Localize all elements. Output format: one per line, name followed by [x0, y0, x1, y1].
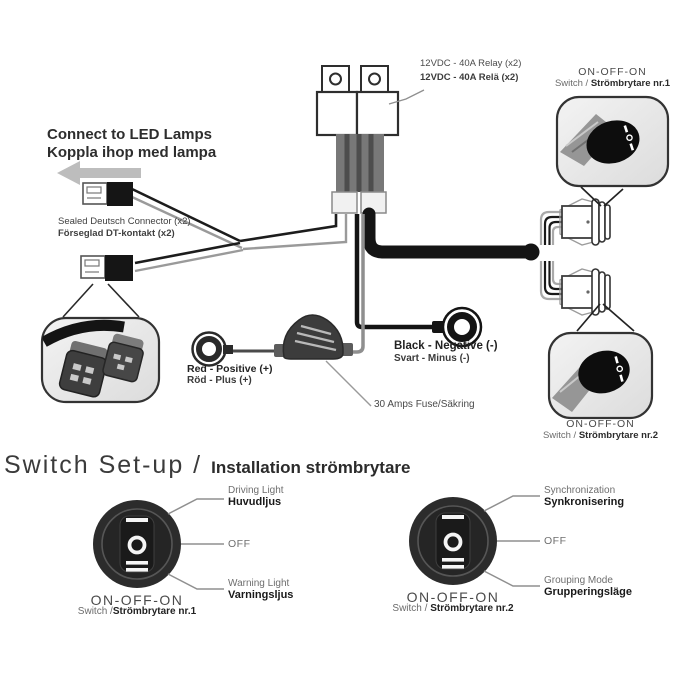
switch2-caption: ON-OFF-ON: [406, 589, 500, 605]
deutsch-connector-icon: [82, 182, 133, 206]
switch-cable: [362, 207, 540, 261]
switch1-photo: [555, 95, 670, 188]
rocker-switch-drawing-2: [559, 268, 611, 316]
switch1-face: [93, 500, 181, 588]
switch2-subtitle: Switch / Strömbrytare nr.2: [542, 430, 659, 441]
arrow-left-icon: [57, 161, 141, 185]
switch1-leader-lines: [167, 498, 224, 590]
setup-heading: Switch Set-up / Installation strömbrytar…: [4, 451, 410, 480]
switch1-caption: ON-OFF-ON: [90, 592, 184, 608]
deutsch-label-sv: Förseglad DT-kontakt (x2): [58, 228, 175, 239]
harness-wires: [131, 187, 348, 273]
relay-label-en: 12VDC - 40A Relay (x2): [420, 58, 522, 69]
setup-heading-sv: Installation strömbrytare: [211, 458, 411, 477]
switch2-caption-sub: Switch / Strömbrytare nr.2: [392, 603, 514, 614]
ring-terminal-negative-icon: [441, 306, 483, 348]
relay-label-sv: 12VDC - 40A Relä (x2): [420, 72, 519, 83]
connector-photo: [40, 316, 161, 404]
switch1-subtitle: Switch / Strömbrytare nr.1: [554, 78, 671, 89]
setup-heading-en: Switch Set-up /: [4, 451, 203, 479]
switch1-down-label-sv: Varningsljus: [228, 589, 294, 601]
connect-label-sv: Koppla ihop med lampa: [47, 144, 217, 161]
switch1-callout-lines: [580, 186, 624, 207]
switch1-up-label-sv: Huvudljus: [228, 496, 282, 508]
connect-label-en: Connect to LED Lamps: [47, 126, 213, 143]
switch2-callout-lines: [576, 303, 635, 332]
ring-terminal-positive-icon: [191, 331, 233, 367]
switch2-face: [409, 497, 497, 585]
deutsch-label-en: Sealed Deutsch Connector (x2): [58, 216, 191, 227]
switch2-leader-lines: [483, 495, 540, 587]
fuse-leader-line: [325, 360, 372, 407]
switch2-off-label: OFF: [544, 535, 567, 547]
rocker-switch-drawing-1: [559, 198, 611, 246]
relay-icon: [315, 65, 400, 214]
switch1-title: ON-OFF-ON: [578, 66, 647, 78]
switch2-photo: [547, 331, 654, 420]
connector-callout-lines: [62, 283, 140, 318]
red-terminal-label-sv: Röd - Plus (+): [187, 375, 252, 386]
fuse-label: 30 Amps Fuse/Säkring: [374, 399, 475, 410]
relay-leader-line: [388, 89, 425, 105]
red-terminal-label-en: Red - Positive (+): [187, 363, 273, 375]
switch1-down-label-en: Warning Light: [228, 578, 290, 589]
deutsch-connector-icon: [80, 255, 133, 281]
switch2-down-label-sv: Grupperingsläge: [544, 586, 633, 598]
switch-loop-wires: [539, 210, 563, 301]
switch2-title: ON-OFF-ON: [566, 418, 635, 430]
switch1-off-label: OFF: [228, 538, 251, 550]
black-terminal-label-sv: Svart - Minus (-): [394, 353, 470, 364]
black-terminal-label-en: Black - Negative (-): [394, 340, 498, 352]
switch2-up-label-en: Synchronization: [544, 485, 616, 496]
switch1-up-label-en: Driving Light: [228, 485, 284, 496]
switch1-caption-sub: Switch /Strömbrytare nr.1: [77, 606, 197, 617]
fuse-icon: [274, 314, 353, 360]
switch2-up-label-sv: Synkronisering: [544, 496, 625, 508]
switch2-down-label-en: Grouping Mode: [544, 575, 613, 586]
